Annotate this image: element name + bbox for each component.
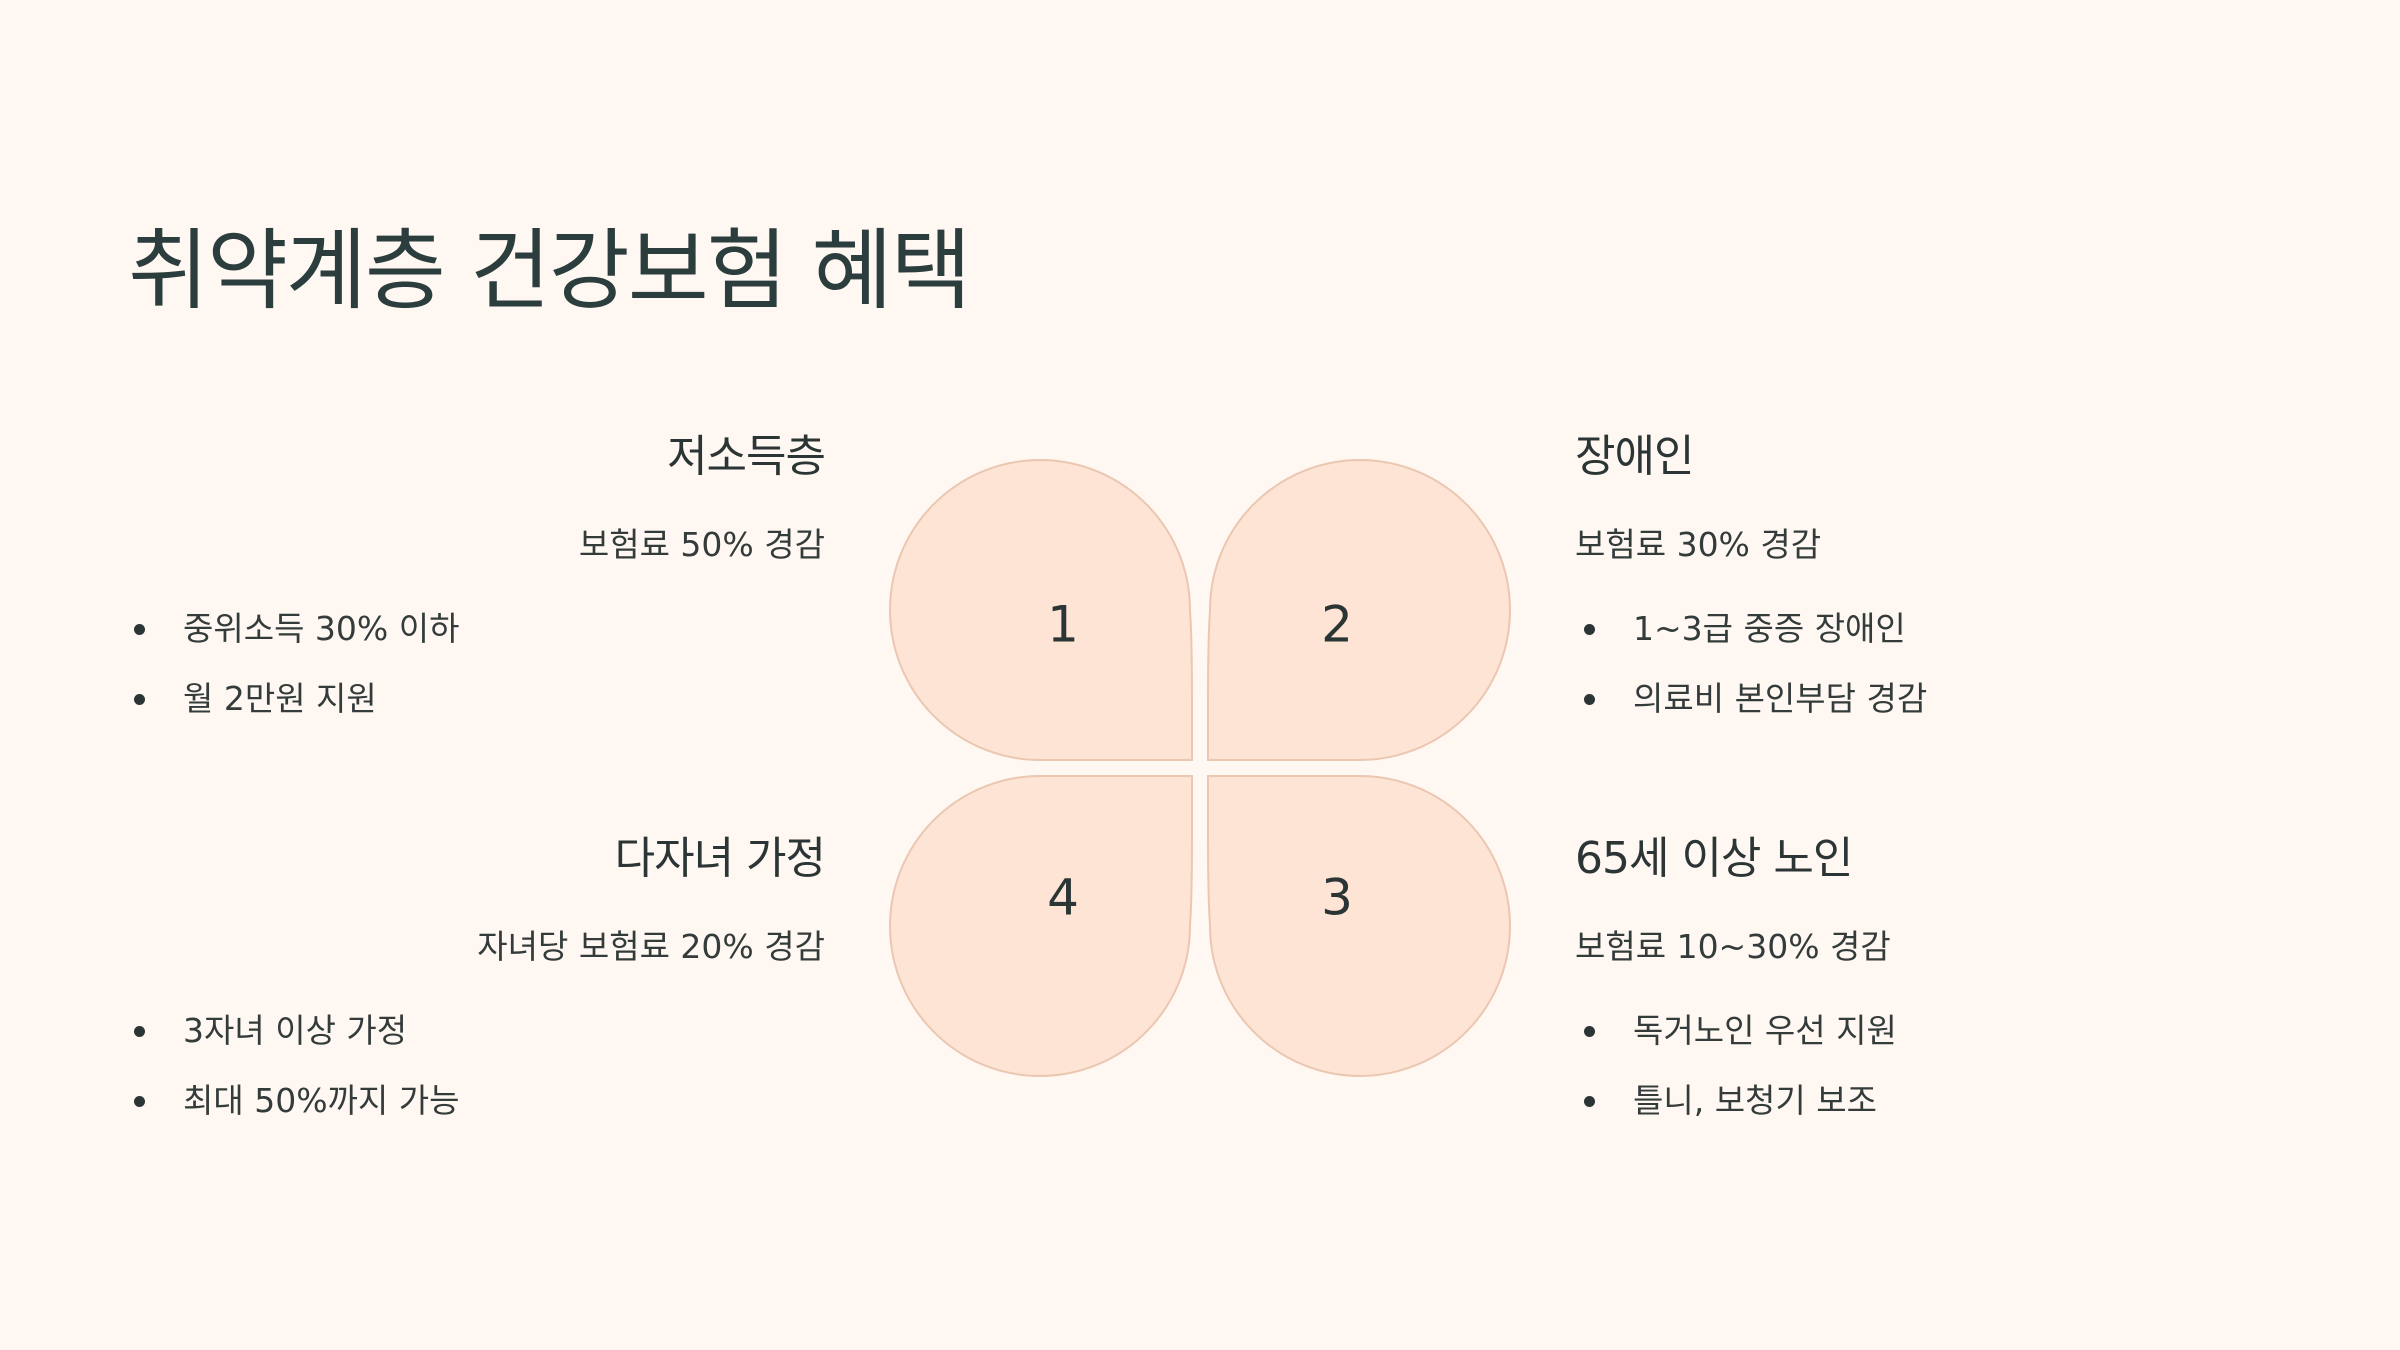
block-elderly: 65세 이상 노인 보험료 10~30% 경감 독거노인 우선 지원 틀니, 보… <box>1575 822 2275 1136</box>
bullet-icon <box>134 694 145 705</box>
block-subtitle: 자녀당 보험료 20% 경감 <box>477 927 825 966</box>
block-title: 장애인 <box>1575 431 1694 482</box>
petal-4 <box>889 775 1193 1077</box>
bullet-icon <box>134 1026 145 1037</box>
block-title: 65세 이상 노인 <box>1575 833 1853 884</box>
list-item: 3자녀 이상 가정 <box>125 996 825 1066</box>
block-subtitle: 보험료 50% 경감 <box>578 525 825 564</box>
bullet-list: 중위소득 30% 이하 월 2만원 지원 <box>125 594 825 734</box>
petal-number-3: 3 <box>1321 869 1353 927</box>
block-low-income: 저소득층 보험료 50% 경감 중위소득 30% 이하 월 2만원 지원 <box>125 420 826 734</box>
bullet-text: 틀니, 보청기 보조 <box>1633 1081 1877 1120</box>
petal-number-2: 2 <box>1321 596 1353 654</box>
list-item: 틀니, 보청기 보조 <box>1575 1066 2275 1136</box>
bullet-list: 1~3급 중증 장애인 의료비 본인부담 경감 <box>1575 594 2275 734</box>
bullet-icon <box>134 624 145 635</box>
bullet-list: 독거노인 우선 지원 틀니, 보청기 보조 <box>1575 996 2275 1136</box>
bullet-text: 1~3급 중증 장애인 <box>1633 609 1906 648</box>
bullet-text: 최대 50%까지 가능 <box>183 1081 460 1120</box>
list-item: 최대 50%까지 가능 <box>125 1066 825 1136</box>
petal-3 <box>1207 775 1511 1077</box>
bullet-text: 중위소득 30% 이하 <box>183 609 460 648</box>
block-subtitle: 보험료 30% 경감 <box>1575 525 1822 564</box>
bullet-text: 의료비 본인부담 경감 <box>1633 679 1928 718</box>
bullet-icon <box>1584 694 1595 705</box>
list-item: 의료비 본인부담 경감 <box>1575 664 2275 734</box>
bullet-list: 3자녀 이상 가정 최대 50%까지 가능 <box>125 996 825 1136</box>
bullet-icon <box>1584 1026 1595 1037</box>
petal-2 <box>1207 459 1511 761</box>
bullet-icon <box>1584 624 1595 635</box>
bullet-icon <box>134 1096 145 1107</box>
bullet-icon <box>1584 1096 1595 1107</box>
block-disabled: 장애인 보험료 30% 경감 1~3급 중증 장애인 의료비 본인부담 경감 <box>1575 420 2275 734</box>
list-item: 중위소득 30% 이하 <box>125 594 825 664</box>
block-title: 다자녀 가정 <box>614 833 826 884</box>
list-item: 1~3급 중증 장애인 <box>1575 594 2275 664</box>
list-item: 독거노인 우선 지원 <box>1575 996 2275 1066</box>
petal-number-4: 4 <box>1047 869 1079 927</box>
petal-1 <box>889 459 1193 761</box>
block-title: 저소득층 <box>667 431 826 482</box>
block-multi-child: 다자녀 가정 자녀당 보험료 20% 경감 3자녀 이상 가정 최대 50%까지… <box>125 822 826 1136</box>
petal-number-1: 1 <box>1047 596 1079 654</box>
bullet-text: 3자녀 이상 가정 <box>183 1011 408 1050</box>
block-subtitle: 보험료 10~30% 경감 <box>1575 927 1891 966</box>
bullet-text: 월 2만원 지원 <box>183 679 377 718</box>
page-title: 취약계층 건강보험 혜택 <box>128 219 972 322</box>
bullet-text: 독거노인 우선 지원 <box>1633 1011 1897 1050</box>
list-item: 월 2만원 지원 <box>125 664 825 734</box>
